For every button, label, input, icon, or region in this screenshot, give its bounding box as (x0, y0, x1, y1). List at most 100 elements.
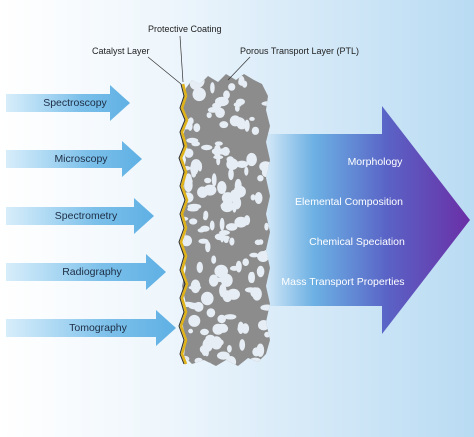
pore (226, 158, 239, 170)
pore (196, 261, 203, 274)
pore (227, 345, 232, 353)
pore (249, 116, 255, 121)
pore (190, 159, 202, 171)
pore (249, 357, 262, 364)
pore (225, 223, 238, 231)
property-morphology: Morphology (347, 156, 403, 168)
pore (227, 288, 240, 300)
pore (241, 323, 250, 334)
pore (212, 323, 224, 335)
pore (219, 217, 225, 231)
pore (225, 356, 237, 366)
pore (264, 358, 270, 363)
pore (200, 225, 210, 232)
catalyst-layer (179, 83, 189, 365)
pore (224, 314, 237, 320)
pore (196, 88, 201, 93)
pore (218, 148, 230, 155)
pore (251, 126, 260, 135)
pore (231, 117, 245, 127)
technique-tomography: Tomography (69, 322, 127, 334)
pore (260, 304, 270, 311)
pore (252, 347, 261, 357)
pore (207, 362, 212, 366)
pore (246, 152, 257, 167)
pore (204, 177, 212, 184)
pore (187, 206, 199, 212)
ptl-leader (227, 56, 251, 81)
pore (219, 230, 230, 236)
pore (201, 144, 213, 151)
pore (192, 87, 206, 102)
pore (254, 192, 263, 204)
arrow-spectrometry (6, 198, 154, 234)
pore (232, 190, 245, 196)
protective-coating-leader (179, 35, 184, 83)
pore (211, 173, 217, 187)
pore (208, 274, 219, 287)
arrow-microscopy (6, 141, 142, 177)
pore (249, 252, 259, 258)
pore (228, 83, 236, 91)
pore (220, 273, 233, 287)
pore (264, 222, 269, 231)
pore (238, 75, 245, 86)
pore (236, 160, 248, 168)
pore (215, 107, 225, 119)
property-chemical-speciation: Chemical Speciation (309, 236, 405, 248)
pore (239, 339, 246, 351)
pore (234, 178, 242, 193)
pore (237, 326, 244, 332)
pore (186, 137, 199, 144)
pore (209, 220, 215, 231)
pore (202, 338, 213, 352)
pore (228, 168, 234, 181)
pore (211, 255, 217, 264)
pore (264, 331, 270, 338)
pore (262, 76, 270, 85)
pore (210, 82, 215, 94)
pore (223, 90, 230, 100)
pore (250, 271, 255, 284)
pore (213, 155, 224, 160)
properties-arrow (262, 106, 470, 334)
pore (188, 314, 201, 327)
pore (244, 166, 249, 176)
pore (218, 339, 224, 346)
pore (184, 148, 194, 158)
arrow-radiography (6, 254, 166, 290)
technique-microscopy: Microscopy (54, 153, 108, 165)
pore (242, 258, 249, 267)
pore (205, 241, 211, 253)
pore (217, 351, 230, 360)
pore (258, 320, 270, 331)
pore (203, 215, 208, 221)
pore (232, 196, 242, 210)
porous-transport-layer (182, 74, 270, 366)
pore (200, 328, 209, 336)
pore (193, 301, 204, 312)
pore (211, 148, 219, 155)
pore (235, 260, 242, 273)
pore (234, 104, 240, 112)
pore (220, 202, 229, 209)
pore (189, 218, 198, 225)
pore (217, 181, 227, 194)
pore (217, 314, 226, 324)
ptl-label: Porous Transport Layer (PTL) (240, 46, 360, 56)
pore (187, 121, 193, 131)
pore (206, 112, 212, 119)
arrow-tomography (6, 310, 176, 346)
pore (257, 175, 264, 182)
technique-spectroscopy: Spectroscopy (43, 97, 107, 109)
pore (265, 76, 270, 87)
protective-coating-label: Protective Coating (148, 24, 222, 34)
catalyst-layer-label: Catalyst Layer (92, 46, 150, 56)
pore (221, 192, 234, 204)
property-mass-transport: Mass Transport Properties (281, 276, 405, 288)
pore (201, 291, 214, 306)
pore (244, 119, 250, 132)
arrow-spectroscopy (6, 85, 130, 121)
